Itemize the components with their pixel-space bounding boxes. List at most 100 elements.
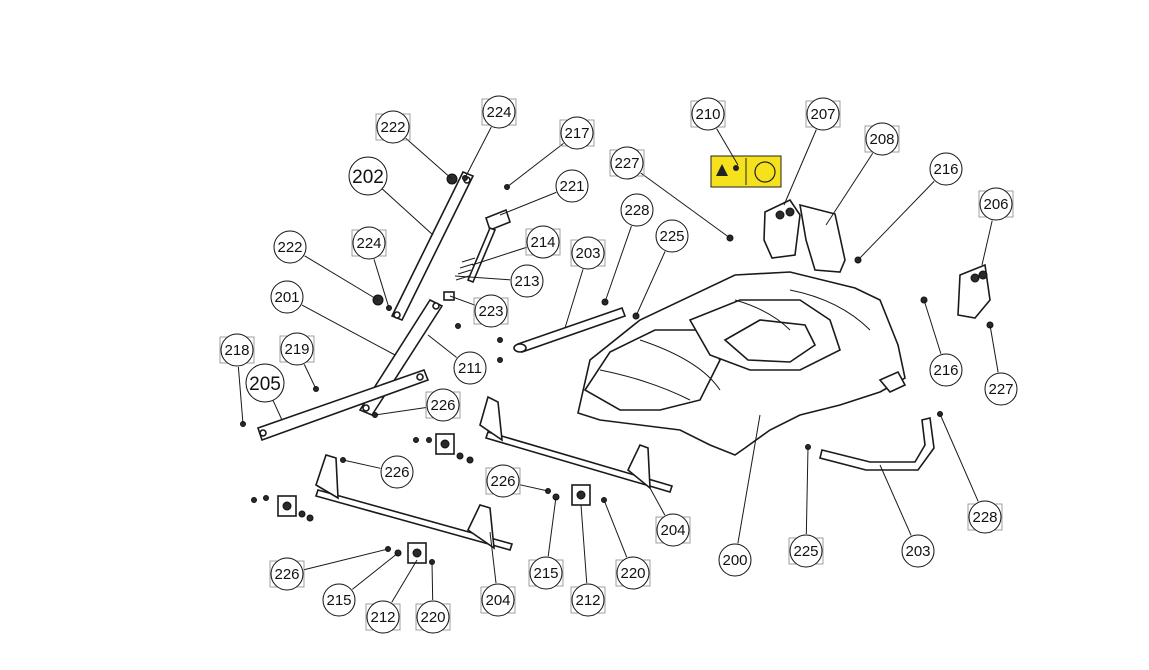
callout-label: 212 (370, 609, 395, 626)
callout-label: 214 (530, 234, 555, 251)
callout-226: 226 (485, 464, 521, 498)
callout-label: 220 (620, 565, 645, 582)
bearing-block-part (277, 433, 591, 564)
axle-lower-part (314, 454, 514, 551)
callout-215: 215 (322, 583, 356, 617)
callout-208: 208 (864, 122, 900, 156)
leader-lines (237, 126, 999, 603)
callout-label: 202 (352, 167, 384, 188)
callout-225: 225 (655, 219, 689, 253)
callout-label: 200 (722, 552, 747, 569)
leader-line (989, 324, 999, 373)
callout-227: 227 (984, 372, 1018, 406)
leader-line (981, 220, 993, 266)
callout-207: 207 (805, 97, 841, 131)
leader-line (351, 552, 399, 590)
callout-214: 214 (525, 225, 561, 259)
callout-label: 212 (575, 592, 600, 609)
callout-label: 217 (564, 125, 589, 142)
callout-label: 226 (430, 397, 455, 414)
leader-line (716, 128, 739, 166)
callout-228: 228 (967, 500, 1003, 534)
handle-bar-part (390, 170, 475, 322)
leader-line (580, 504, 588, 584)
callout-218: 218 (219, 333, 255, 367)
leader-line (939, 413, 979, 502)
leader-line (805, 446, 809, 535)
callout-label: 220 (420, 609, 445, 626)
rod-upper-part (513, 306, 627, 353)
callout-label: 228 (972, 509, 997, 526)
callout-label: 222 (277, 239, 302, 256)
callout-210: 210 (690, 97, 726, 131)
callout-220: 220 (615, 556, 651, 590)
callout-206: 206 (978, 187, 1014, 221)
callout-216: 216 (929, 152, 963, 186)
leader-line (303, 364, 317, 390)
callout-220: 220 (415, 600, 451, 634)
leader-line (499, 191, 557, 216)
callout-label: 211 (458, 360, 482, 377)
leader-line (737, 414, 761, 544)
leader-line (471, 246, 527, 266)
callout-label: 205 (249, 374, 281, 395)
callout-204: 204 (480, 583, 516, 617)
callout-label: 216 (933, 362, 958, 379)
link-bar-part (256, 368, 430, 442)
parts-layer (240, 155, 994, 565)
leader-line (783, 129, 817, 206)
leader-line (489, 531, 497, 584)
callout-222: 222 (375, 110, 411, 144)
callout-label: 206 (983, 196, 1008, 213)
callout-211: 211 (453, 351, 487, 385)
callout-label: 207 (810, 106, 835, 123)
leader-line (271, 398, 283, 421)
leader-line (547, 496, 557, 557)
callout-label: 218 (224, 342, 249, 359)
callout-226: 226 (269, 557, 305, 591)
leader-line (464, 126, 492, 179)
leader-line (923, 299, 942, 354)
callout-226: 226 (425, 388, 461, 422)
callout-200: 200 (718, 543, 752, 577)
leader-line (604, 225, 632, 303)
callout-label: 224 (356, 235, 381, 252)
callout-225: 225 (788, 534, 824, 568)
callout-label: 201 (274, 289, 299, 306)
callout-label: 228 (624, 202, 649, 219)
callout-label: 208 (869, 131, 894, 148)
leader-line (237, 366, 244, 425)
leader-line (405, 137, 453, 180)
callout-219: 219 (279, 332, 315, 366)
leader-line (301, 304, 396, 356)
callout-label: 204 (485, 592, 510, 609)
rod-lower-part (819, 417, 935, 471)
callout-label: 215 (326, 592, 351, 609)
callout-label: 213 (514, 273, 539, 290)
leader-line (649, 487, 666, 516)
callout-label: 222 (380, 119, 405, 136)
leader-line (640, 172, 731, 239)
callout-227: 227 (609, 146, 645, 180)
callout-label: 210 (695, 106, 720, 123)
leader-line (304, 255, 379, 301)
callout-203: 203 (901, 534, 935, 568)
callout-label: 215 (533, 565, 558, 582)
leader-line (603, 499, 628, 558)
callout-label: 223 (478, 303, 503, 320)
callout-221: 221 (555, 169, 589, 203)
callout-label: 204 (660, 522, 685, 539)
leader-line (391, 559, 418, 603)
callout-215: 215 (528, 556, 564, 590)
callout-label: 203 (905, 543, 930, 560)
callout-224: 224 (481, 95, 517, 129)
callout-204: 204 (655, 513, 691, 547)
callout-216: 216 (929, 353, 963, 387)
leader-line (342, 459, 381, 469)
callout-226: 226 (380, 455, 414, 489)
callout-label: 216 (933, 161, 958, 178)
leader-line (564, 269, 584, 329)
leader-line (303, 548, 389, 571)
leader-line (374, 406, 427, 416)
leader-line (635, 251, 666, 317)
